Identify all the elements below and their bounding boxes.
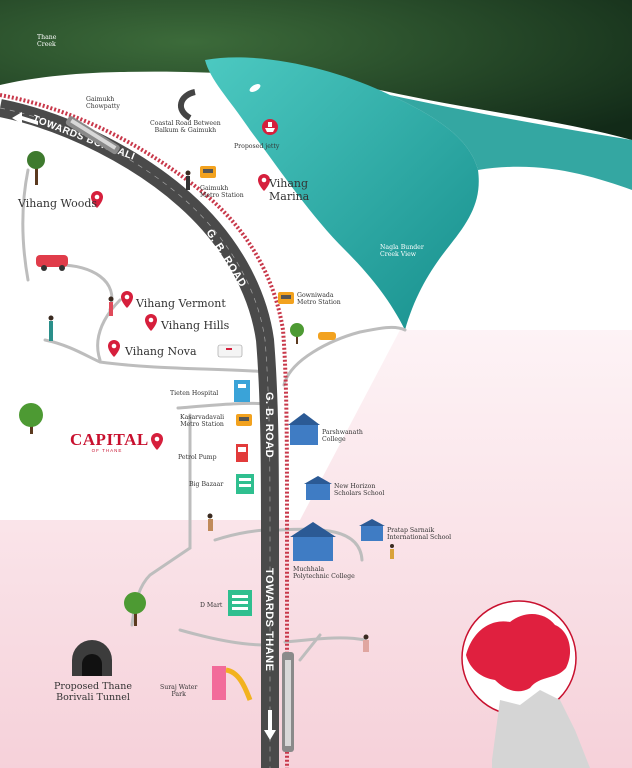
brand-tagline: OF THANE (91, 448, 123, 453)
water-park-icon (212, 666, 253, 701)
metro-station-icon (200, 166, 216, 178)
tree-icon (27, 151, 45, 185)
college-icon (290, 522, 336, 561)
car-icon (318, 332, 336, 340)
towards-thane-label: TOWARDS THANE (263, 568, 275, 671)
person-icon (363, 634, 369, 652)
creek-water-east (390, 95, 632, 190)
coastal-road-icon (178, 89, 196, 121)
suraj-water-park-label: Suraj Water Park (160, 684, 198, 699)
capital-logo[interactable]: CAPITAL OF THANE (70, 430, 149, 453)
thane-creek-label: Thane Creek (37, 34, 57, 49)
tieten-hospital-label: Tieten Hospital (170, 390, 219, 397)
person-icon (185, 170, 191, 190)
gb-road-lower-label: G. B. ROAD (263, 392, 275, 458)
vihang-woods-label: Vihang Woods (18, 197, 98, 210)
person-icon (390, 544, 394, 559)
big-bazaar-label: Big Bazaar (189, 481, 224, 488)
gowniwada-metro-label: Gowniwada Metro Station (297, 292, 341, 307)
metro-station-icon (236, 414, 252, 426)
coastal-road-label: Coastal Road Between Balkum & Gaimukh (150, 120, 221, 135)
vihang-vermont-label: Vihang Vermont (136, 297, 226, 310)
metro-rail (0, 93, 289, 768)
boat-icon (249, 84, 261, 92)
proposed-jetty-label: Proposed jetty (234, 143, 280, 150)
vihang-marina-label: Vihang Marina (269, 177, 310, 203)
muchhala-label: Muchhala Polytechnic College (293, 566, 355, 581)
pin-icon-vihang-vermont[interactable] (121, 291, 133, 308)
petrol-pump-label: Petrol Pump (178, 454, 217, 461)
college-icon (288, 413, 320, 445)
school-icon (304, 476, 332, 500)
petrol-pump-icon (236, 444, 248, 462)
train-south-icon (282, 652, 294, 752)
dmart-icon (228, 590, 252, 616)
tunnel-icon (72, 640, 112, 676)
arrow-left-icon (12, 112, 38, 125)
pin-icon-vihang-hills[interactable] (145, 314, 157, 331)
person-icon (108, 296, 114, 316)
nagla-bunder-label: Nagla Bunder Creek View (380, 244, 424, 259)
pratap-sarnaik-label: Pratap Sarnaik International School (387, 527, 452, 542)
parshwanath-college-label: Parshwanath College (322, 429, 363, 444)
ambulance-icon (217, 344, 243, 358)
car-icon (36, 255, 68, 271)
person-icon (48, 315, 54, 341)
d-mart-label: D Mart (200, 602, 223, 609)
brand-name: CAPITAL (70, 430, 149, 449)
tree-icon (290, 323, 304, 344)
vihang-nova-label: Vihang Nova (125, 345, 197, 358)
big-bazaar-icon (236, 474, 254, 494)
person-icon (207, 513, 213, 531)
region-inset (461, 600, 590, 768)
school-icon (359, 519, 385, 541)
vihang-hills-label: Vihang Hills (161, 319, 230, 332)
pin-icon-vihang-woods[interactable] (91, 191, 103, 208)
new-horizon-label: New Horizon Scholars School (334, 483, 385, 498)
tree-icon (124, 592, 146, 626)
pin-icon-capital[interactable] (151, 433, 163, 450)
gaimukh-metro-label: Gaimukh Metro Station (200, 185, 244, 200)
pin-icon-vihang-nova[interactable] (108, 340, 120, 357)
gaimukh-chowpatty-label: Gaimukh Chowpatty (86, 96, 120, 111)
pin-icon-vihang-marina[interactable] (258, 174, 270, 191)
tunnel-label: Proposed Thane Borivali Tunnel (54, 681, 132, 703)
tree-icon (19, 403, 43, 434)
arrow-down-icon (264, 710, 276, 740)
train-icon (65, 116, 120, 155)
highlighted-region (466, 614, 571, 692)
kasarvadavali-metro-label: Kasarvadavali Metro Station (180, 414, 225, 429)
metro-station-icon (278, 292, 294, 304)
hospital-icon (234, 380, 250, 402)
